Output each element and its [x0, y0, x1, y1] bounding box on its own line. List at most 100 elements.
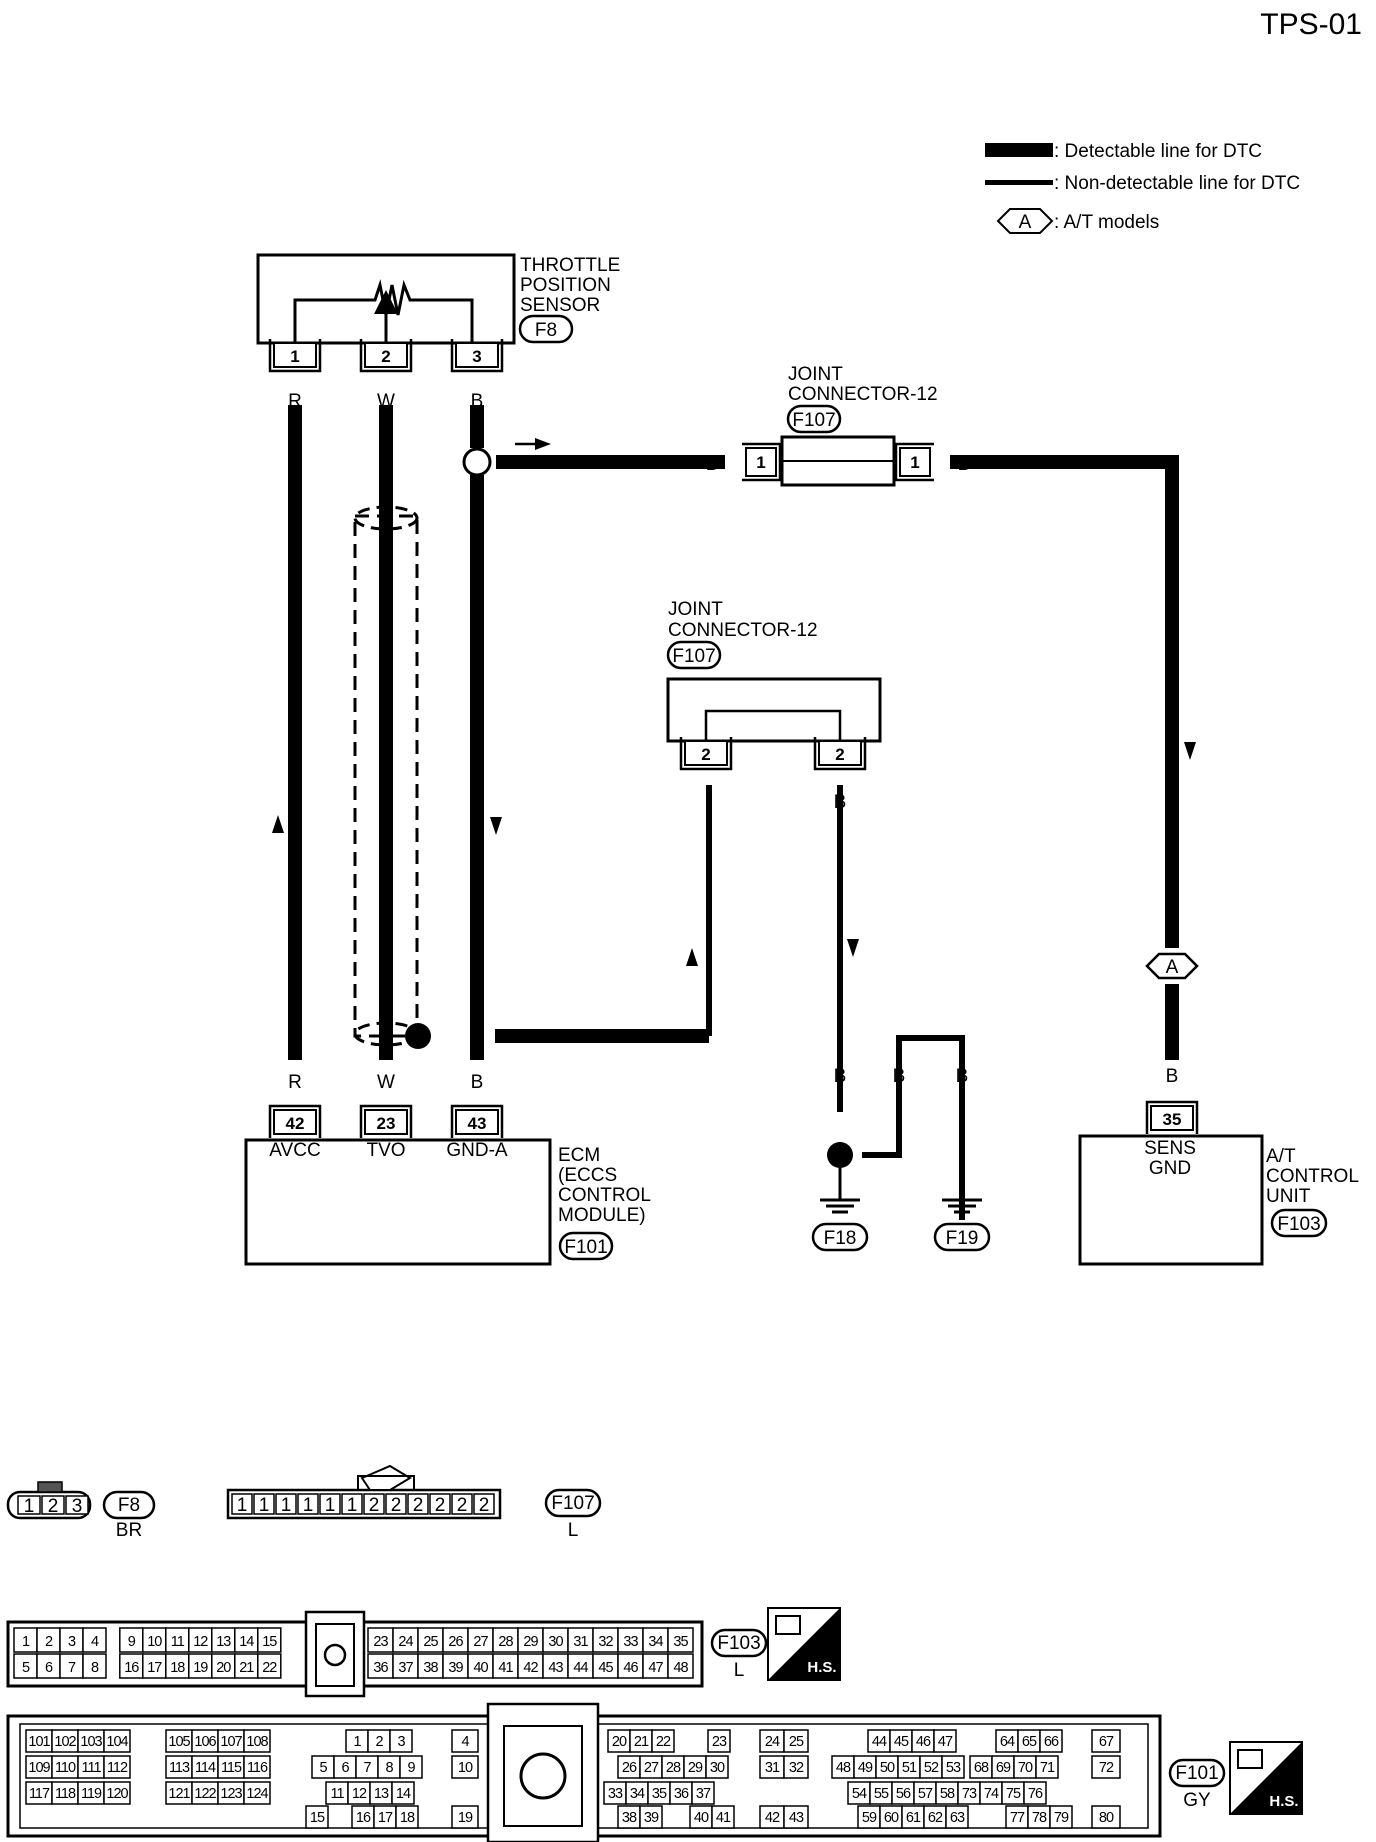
- wire-color-label: B: [1166, 1066, 1179, 1087]
- svg-text:9: 9: [128, 1634, 136, 1650]
- f107-color: L: [568, 1520, 579, 1541]
- svg-text:78: 78: [1032, 1810, 1047, 1826]
- svg-text:20: 20: [216, 1660, 231, 1676]
- svg-text:61: 61: [906, 1810, 921, 1826]
- svg-text:13: 13: [216, 1634, 231, 1650]
- splice-open: [462, 447, 492, 477]
- svg-text:(ECCS: (ECCS: [558, 1165, 617, 1186]
- harness-side-icon: H.S.: [767, 1607, 841, 1681]
- svg-text:11: 11: [171, 1634, 185, 1650]
- svg-text:118: 118: [55, 1786, 76, 1802]
- svg-text:A/T: A/T: [1266, 1146, 1296, 1167]
- svg-text:1: 1: [353, 1734, 361, 1750]
- svg-text:38: 38: [622, 1810, 637, 1826]
- svg-text:111: 111: [81, 1760, 101, 1776]
- svg-text:5: 5: [319, 1760, 327, 1776]
- connector-pin: 1: [894, 442, 934, 482]
- svg-text:34: 34: [648, 1634, 663, 1650]
- svg-text:A: A: [1019, 212, 1032, 233]
- svg-text:2: 2: [48, 1496, 59, 1517]
- at-marker: [1145, 952, 1199, 980]
- svg-text:3: 3: [68, 1634, 76, 1650]
- svg-text:1: 1: [347, 1495, 358, 1516]
- wire-color-label: B: [956, 1066, 969, 1087]
- wire-color-label: B: [706, 454, 719, 475]
- svg-text:1: 1: [24, 1496, 35, 1517]
- svg-text:16: 16: [356, 1810, 371, 1826]
- svg-text:1: 1: [325, 1495, 336, 1516]
- svg-text:35: 35: [673, 1634, 688, 1650]
- svg-text:25: 25: [789, 1734, 804, 1750]
- svg-text:16: 16: [124, 1660, 139, 1676]
- svg-text:45: 45: [894, 1734, 909, 1750]
- svg-text:7: 7: [68, 1660, 76, 1676]
- svg-text:124: 124: [246, 1786, 268, 1802]
- svg-text:20: 20: [612, 1734, 627, 1750]
- svg-text:56: 56: [896, 1786, 911, 1802]
- svg-text:22: 22: [656, 1734, 671, 1750]
- svg-text:48: 48: [836, 1760, 851, 1776]
- connector-pin: 2: [813, 737, 867, 771]
- svg-text:74: 74: [984, 1786, 999, 1802]
- svg-text:31: 31: [765, 1760, 780, 1776]
- svg-text:THROTTLE: THROTTLE: [520, 255, 620, 276]
- svg-text:24: 24: [765, 1734, 780, 1750]
- svg-text:30: 30: [548, 1634, 563, 1650]
- svg-text:F107: F107: [792, 410, 835, 431]
- svg-text:23: 23: [712, 1734, 727, 1750]
- svg-text:71: 71: [1040, 1760, 1055, 1776]
- svg-text:35: 35: [1163, 1110, 1182, 1129]
- svg-text:23: 23: [377, 1114, 396, 1133]
- at-control-unit: SENS GND A/T CONTROL UNIT F103: [1078, 1134, 1359, 1266]
- wire-color-label: W: [377, 1072, 395, 1093]
- svg-text:CONTROL: CONTROL: [558, 1185, 651, 1206]
- svg-text:28: 28: [666, 1760, 681, 1776]
- svg-text:50: 50: [880, 1760, 895, 1776]
- svg-text:CONTROL: CONTROL: [1266, 1166, 1359, 1187]
- svg-text:F103: F103: [1277, 1214, 1320, 1235]
- svg-text:30: 30: [710, 1760, 725, 1776]
- svg-text:63: 63: [950, 1810, 965, 1826]
- svg-text:37: 37: [696, 1786, 711, 1802]
- svg-text:5: 5: [22, 1660, 30, 1676]
- svg-text:31: 31: [573, 1634, 588, 1650]
- svg-text:115: 115: [221, 1760, 242, 1776]
- svg-text:116: 116: [247, 1760, 268, 1776]
- svg-text:UNIT: UNIT: [1266, 1186, 1311, 1207]
- svg-text:14: 14: [396, 1786, 411, 1802]
- svg-text:18: 18: [400, 1810, 415, 1826]
- svg-text:104: 104: [106, 1734, 128, 1750]
- svg-text:35: 35: [652, 1786, 667, 1802]
- legend-detectable: : Detectable line for DTC: [1054, 141, 1262, 162]
- ecm-box: ECM (ECCS CONTROL MODULE) F101: [244, 1138, 651, 1266]
- f8-color: BR: [116, 1520, 142, 1541]
- svg-text:72: 72: [1099, 1760, 1114, 1776]
- svg-text:114: 114: [195, 1760, 216, 1776]
- svg-text:F107: F107: [672, 646, 715, 667]
- svg-text:57: 57: [918, 1786, 933, 1802]
- ground-f19: F19: [946, 1228, 979, 1249]
- svg-text:10: 10: [147, 1634, 162, 1650]
- svg-text:33: 33: [608, 1786, 623, 1802]
- svg-text:105: 105: [168, 1734, 190, 1750]
- svg-text:42: 42: [765, 1810, 780, 1826]
- connector-code-badge: [102, 1490, 156, 1520]
- svg-text:11: 11: [330, 1786, 344, 1802]
- svg-text:54: 54: [852, 1786, 867, 1802]
- svg-text:29: 29: [688, 1760, 703, 1776]
- connector-pin: 42: [268, 1104, 322, 1138]
- wire-color-label: B: [893, 1066, 906, 1087]
- svg-text:SENSOR: SENSOR: [520, 295, 600, 316]
- flow-arrows: [272, 438, 1196, 966]
- svg-text:43: 43: [468, 1114, 487, 1133]
- page-title: TPS-01: [1260, 8, 1362, 41]
- svg-text:17: 17: [378, 1810, 393, 1826]
- svg-text:8: 8: [385, 1760, 393, 1776]
- svg-text:117: 117: [29, 1786, 50, 1802]
- svg-text:GND: GND: [1149, 1158, 1191, 1179]
- svg-text:CONNECTOR-12: CONNECTOR-12: [788, 384, 938, 405]
